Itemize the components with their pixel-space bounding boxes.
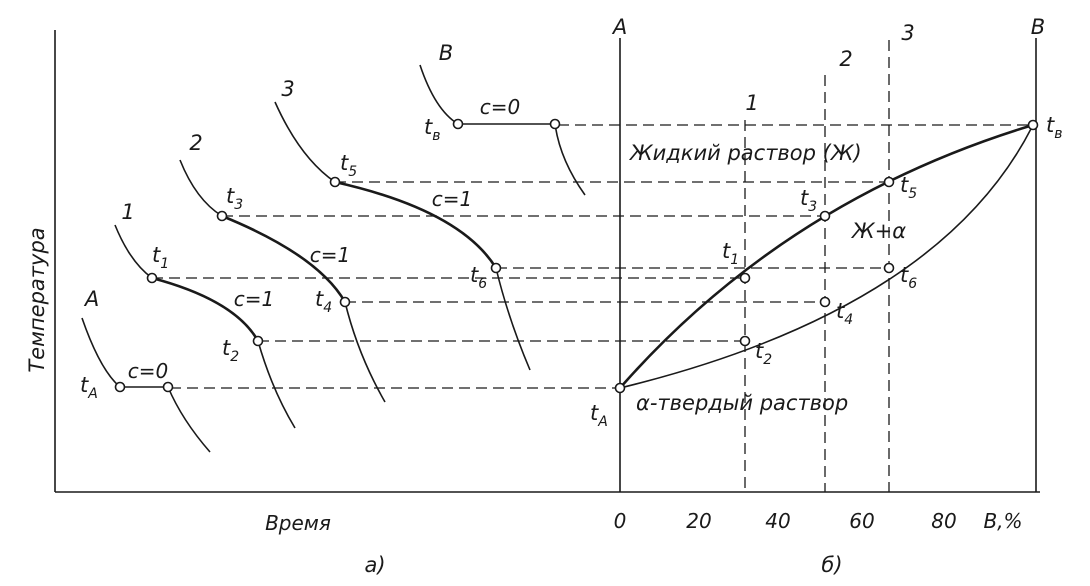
panel-b-labels: А В 1 2 3 Жидкий раствор (Ж) Ж+α α-тверд… [590, 15, 1063, 577]
label-a-tB: tв [424, 115, 441, 144]
x-tick-20: 20 [686, 509, 711, 533]
curve-label-a: A [83, 287, 99, 311]
point-1-t2 [252, 335, 264, 347]
phase-point-t1 [739, 272, 751, 284]
cooling-curve-2-crystallization [221, 214, 347, 303]
cooling-curve-b-lower [554, 123, 586, 196]
connector-dashed-lines [152, 124, 1030, 389]
point-1-t1 [146, 272, 158, 284]
c-label-a: c=0 [128, 359, 168, 383]
label-a-t2: t2 [222, 336, 239, 365]
cooling-curve-3-crystallization [334, 180, 498, 269]
label-a-t1: t1 [152, 243, 169, 272]
phase-point-t3 [819, 210, 831, 222]
label-a-t3: t3 [226, 184, 243, 213]
curve-label-b: B [439, 41, 453, 65]
y-axis-label: Температура [25, 227, 49, 372]
label-b-tB: tв [1046, 113, 1063, 142]
panel-a-labels: Температура Время а) A 1 2 3 B c=0 c=1 c… [25, 41, 520, 577]
cooling-curve-1-upper [114, 224, 153, 279]
cooling-curve-2-upper [179, 159, 223, 217]
axis-b-label: В [1031, 15, 1045, 39]
cooling-curve-1-lower [257, 340, 296, 429]
phase-point-t6 [883, 262, 895, 274]
liquidus-curve [619, 123, 1034, 389]
point-a-end [162, 381, 174, 393]
phase-point-tA [614, 382, 626, 394]
x-tick-0: 0 [614, 509, 627, 533]
alloy-vertical-lines [744, 40, 890, 492]
label-b-t5: t5 [900, 173, 917, 202]
curve-label-2: 2 [189, 131, 202, 155]
phase-point-t5 [883, 176, 895, 188]
label-b-tA: tA [590, 401, 608, 430]
point-a-tA [114, 381, 126, 393]
label-b-t3: t3 [800, 186, 817, 215]
phase-curves [619, 123, 1034, 389]
label-b-t2: t2 [755, 339, 772, 368]
point-2-t4 [339, 296, 351, 308]
point-2-t3 [216, 210, 228, 222]
label-a-t4: t4 [315, 287, 332, 316]
point-3-t5 [329, 176, 341, 188]
caption-b: б) [821, 553, 842, 577]
point-b-tB [452, 118, 464, 130]
cooling-curve-3-upper [274, 101, 336, 183]
x-tick-40: 40 [765, 509, 790, 533]
c-label-2: c=1 [310, 243, 350, 267]
label-a-t5: t5 [340, 151, 357, 180]
c-label-b: c=0 [480, 95, 520, 119]
cooling-curve-1-crystallization [151, 276, 260, 342]
solidus-curve [619, 124, 1034, 389]
point-b-end [549, 118, 561, 130]
region-liquid-label: Жидкий раствор (Ж) [628, 141, 862, 165]
c-label-1: c=1 [234, 287, 274, 311]
label-b-t1: t1 [722, 239, 739, 268]
x-axis-label: Время [265, 511, 331, 535]
label-b-t4: t4 [836, 299, 853, 328]
x-unit-label: В,% [983, 509, 1022, 533]
label-a-t6: t6 [470, 263, 487, 292]
cooling-curve-a-lower [167, 386, 211, 453]
axes [54, 30, 1040, 493]
curve-points [114, 118, 1039, 394]
phase-point-t2 [739, 335, 751, 347]
phase-point-tB [1027, 119, 1039, 131]
cooling-curve-3-lower [495, 267, 531, 371]
region-two-phase-label: Ж+α [850, 219, 906, 243]
caption-a: а) [364, 553, 385, 577]
x-tick-60: 60 [849, 509, 874, 533]
x-tick-80: 80 [931, 509, 956, 533]
label-a-tA: tA [80, 373, 98, 402]
alloy-label-1: 1 [745, 91, 758, 115]
alloy-label-3: 3 [901, 21, 914, 45]
region-solid-label: α-твердый раствор [636, 391, 848, 415]
label-b-t6: t6 [900, 263, 917, 292]
cooling-curve-2-lower [344, 301, 386, 403]
axis-a-label: А [611, 15, 627, 39]
phase-point-t4 [819, 296, 831, 308]
point-3-t6 [490, 262, 502, 274]
c-label-3: c=1 [432, 187, 472, 211]
curve-label-3: 3 [281, 77, 294, 101]
alloy-label-2: 2 [839, 47, 852, 71]
curve-label-1: 1 [121, 200, 134, 224]
